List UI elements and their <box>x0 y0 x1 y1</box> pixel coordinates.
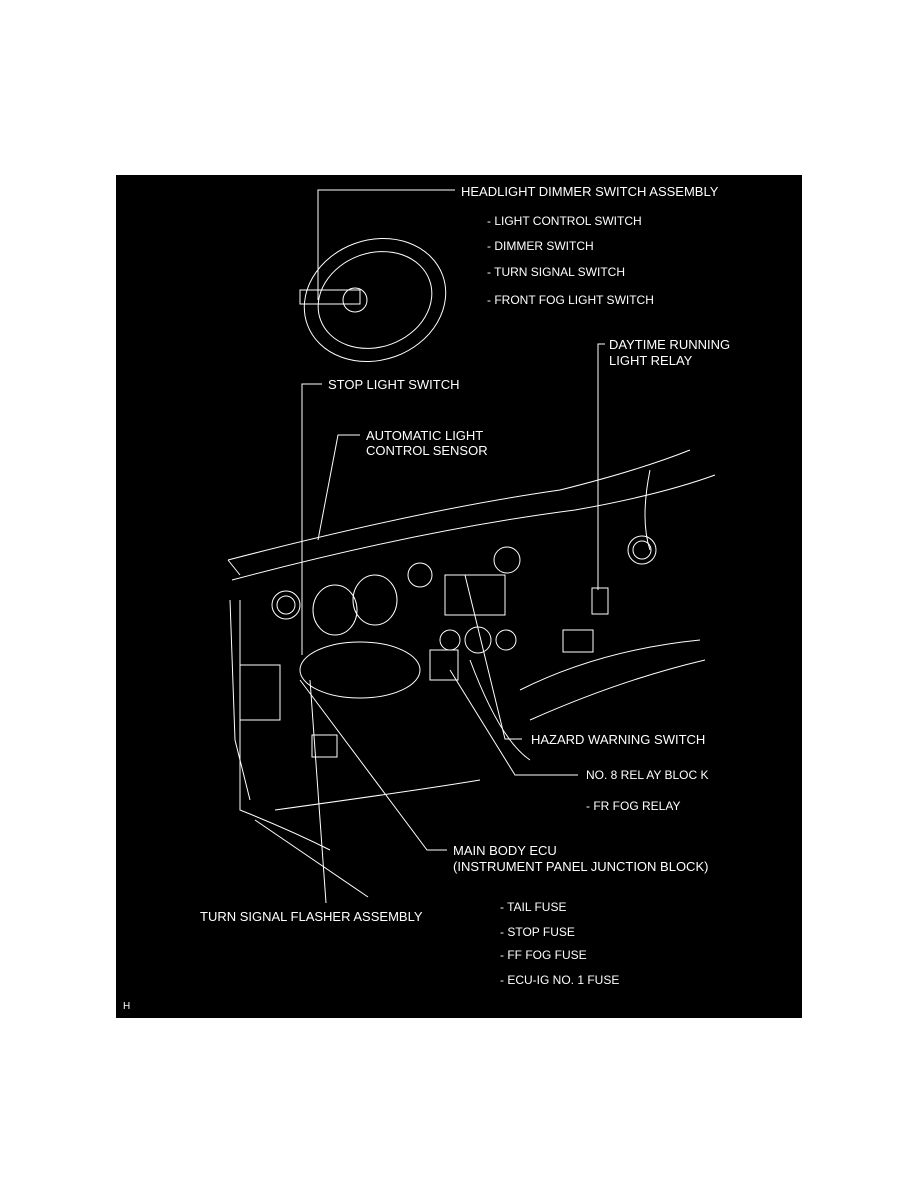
headlight-sub-item: - FRONT FOG LIGHT SWITCH <box>487 293 654 307</box>
main-body-ecu-label: (INSTRUMENT PANEL JUNCTION BLOCK) <box>453 859 709 874</box>
fr-fog-relay-label: - FR FOG RELAY <box>586 799 681 813</box>
figure-code: H <box>123 1001 131 1012</box>
steering-wheel-drawing <box>299 237 447 363</box>
leader-lines <box>254 189 605 904</box>
auto-light-sensor-label: CONTROL SENSOR <box>366 443 488 458</box>
fuse-item: - TAIL FUSE <box>500 900 567 914</box>
auto-light-sensor-label: AUTOMATIC LIGHT <box>366 428 484 443</box>
headlight-sub-item: - DIMMER SWITCH <box>487 239 594 253</box>
drl-relay-label: DAYTIME RUNNING <box>609 337 731 352</box>
dashboard-drawing <box>227 449 716 851</box>
main-body-ecu-label: MAIN BODY ECU <box>453 843 557 858</box>
fuse-item: - STOP FUSE <box>500 925 575 939</box>
headlight-sub-item: - TURN SIGNAL SWITCH <box>487 265 626 279</box>
turn-flasher-label: TURN SIGNAL FLASHER ASSEMBLY <box>200 909 423 924</box>
drl-relay-label: LIGHT RELAY <box>609 353 693 368</box>
relay-block-label: NO. 8 REL AY BLOC K <box>586 768 709 782</box>
headlight-sub-item: - LIGHT CONTROL SWITCH <box>487 214 642 228</box>
hazard-switch-label: HAZARD WARNING SWITCH <box>531 732 706 747</box>
diagram-panel <box>116 175 802 1018</box>
stop-light-switch-label: STOP LIGHT SWITCH <box>328 377 460 392</box>
fuse-item: - ECU-IG NO. 1 FUSE <box>500 973 620 987</box>
fuse-item: - FF FOG FUSE <box>500 948 587 962</box>
headlight-dimmer-switch-label: HEADLIGHT DIMMER SWITCH ASSEMBLY <box>461 184 719 199</box>
